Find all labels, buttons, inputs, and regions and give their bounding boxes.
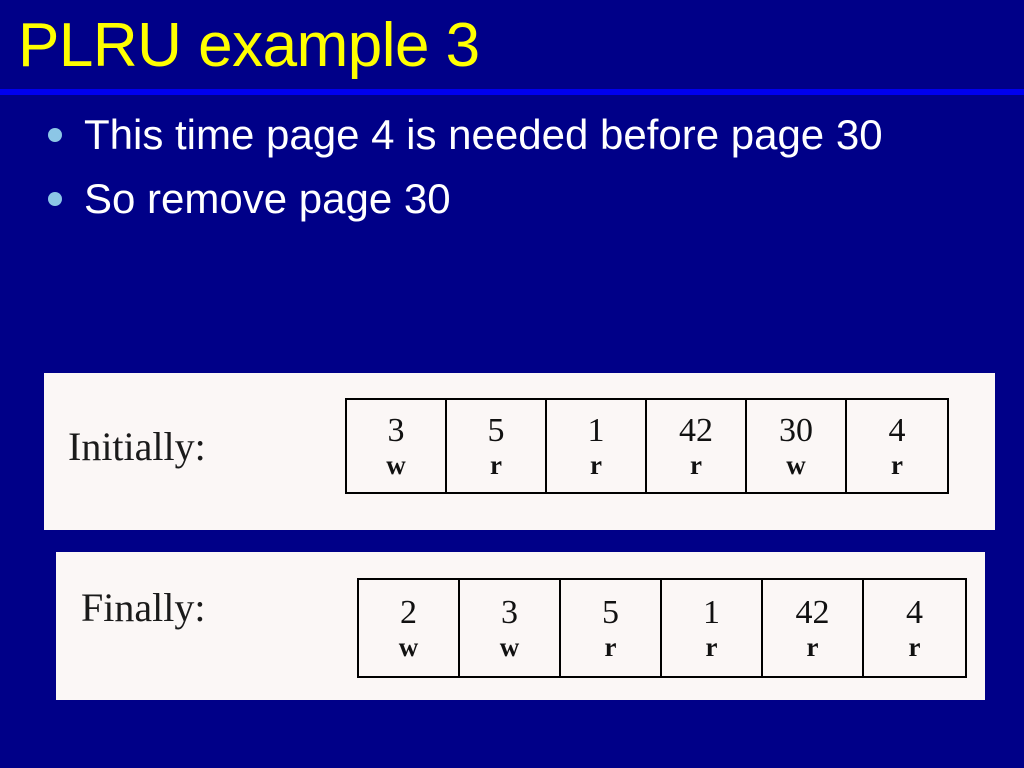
cache-cell-page: 42 [795,594,830,631]
cache-cell: 30 w [747,400,847,492]
bullet-text: So remove page 30 [84,175,451,222]
cache-cell-mode: r [604,632,617,662]
cache-cell: 5 r [561,580,662,676]
cache-cell-page: 4 [906,594,923,631]
slide-title-bar: PLRU example 3 [0,0,1024,90]
cache-cell-mode: w [499,632,520,662]
panel-label-initially: Initially: [68,424,206,469]
cache-cell: 1 r [662,580,763,676]
cache-cell: 4 r [864,580,965,676]
cache-cell-page: 1 [587,412,605,449]
cache-cell-page: 3 [501,594,518,631]
panel-finally: Finally: 2 w 3 w 5 r 1 r 42 r [56,552,985,700]
cache-cell: 1 r [547,400,647,492]
cache-table-finally: 2 w 3 w 5 r 1 r 42 r 4 r [357,578,967,678]
cache-cell-mode: r [705,632,718,662]
page-title: PLRU example 3 [18,11,480,80]
cache-cell-mode: r [806,632,819,662]
cache-cell: 4 r [847,400,947,492]
bullet-dot-icon [48,128,62,142]
list-item: This time page 4 is needed before page 3… [40,104,940,166]
cache-cell: 42 r [647,400,747,492]
cache-cell: 3 w [347,400,447,492]
cache-cell-mode: r [690,450,702,480]
list-item: So remove page 30 [40,168,940,230]
cache-cell-mode: r [490,450,502,480]
cache-cell-page: 5 [487,412,505,449]
cache-cell-page: 30 [779,412,813,449]
cache-cell-page: 4 [888,412,906,449]
cache-cell: 3 w [460,580,561,676]
cache-cell-mode: w [386,450,406,480]
title-divider [0,89,1024,95]
cache-cell-mode: w [398,632,419,662]
cache-cell-mode: r [590,450,602,480]
bullet-list: This time page 4 is needed before page 3… [40,104,940,232]
cache-cell-mode: r [908,632,921,662]
bullet-dot-icon [48,192,62,206]
cache-cell-page: 5 [602,594,619,631]
cache-cell-page: 1 [703,594,720,631]
panel-label-finally: Finally: [81,585,206,630]
panel-initially: Initially: 3 w 5 r 1 r 42 r 30 w [44,373,995,530]
cache-cell-mode: w [786,450,806,480]
cache-cell: 2 w [359,580,460,676]
cache-cell-mode: r [891,450,903,480]
cache-cell: 42 r [763,580,864,676]
cache-cell-page: 42 [679,412,713,449]
cache-table-initially: 3 w 5 r 1 r 42 r 30 w 4 r [345,398,949,494]
cache-cell-page: 2 [400,594,417,631]
bullet-text: This time page 4 is needed before page 3… [84,111,883,158]
cache-cell-page: 3 [387,412,405,449]
cache-cell: 5 r [447,400,547,492]
